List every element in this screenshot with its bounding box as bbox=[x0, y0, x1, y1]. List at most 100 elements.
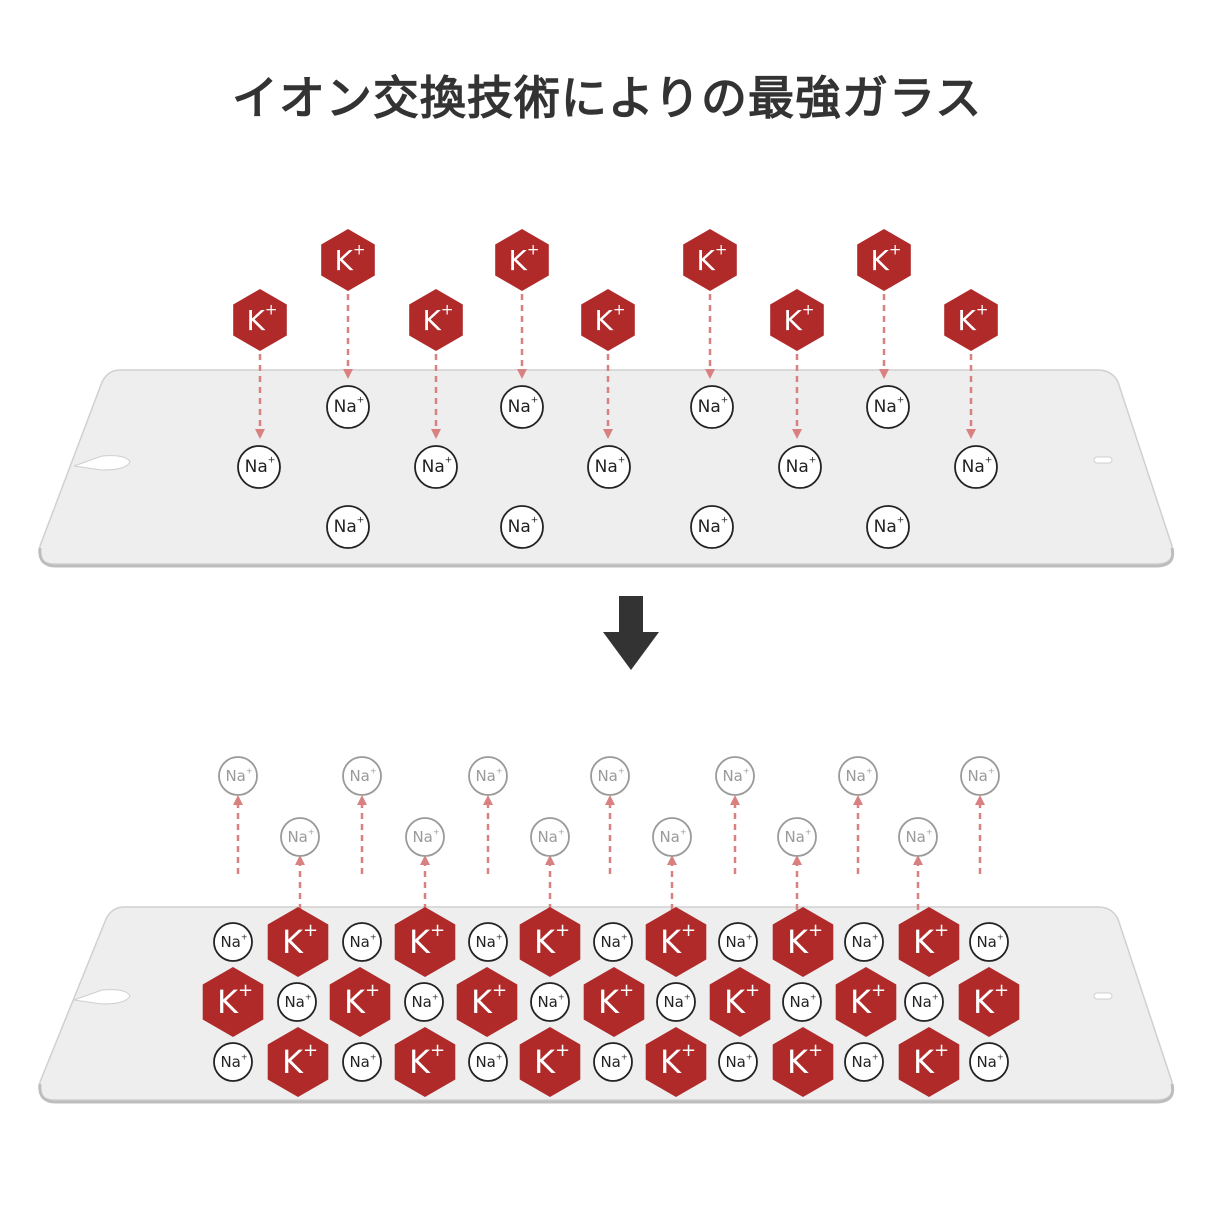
ion-label: Na+ bbox=[962, 456, 993, 477]
ion-label: K+ bbox=[282, 919, 318, 961]
hexagon-icon bbox=[898, 1027, 960, 1097]
ion-label: Na+ bbox=[225, 766, 252, 785]
hexagon-icon bbox=[683, 229, 737, 291]
page-title: イオン交換技術によりの最強ガラス bbox=[231, 71, 983, 125]
ion-label: K+ bbox=[409, 1039, 445, 1081]
circle-icon bbox=[969, 1042, 1009, 1082]
circle-icon bbox=[237, 445, 281, 489]
down-arrow-icon bbox=[603, 596, 659, 670]
hexagon-icon bbox=[519, 1027, 581, 1097]
sodium-ion: Na+ bbox=[969, 1042, 1009, 1082]
ion-label: K+ bbox=[509, 240, 540, 276]
ion-label: K+ bbox=[534, 1039, 570, 1081]
sodium-ion: Na+ bbox=[500, 385, 544, 429]
potassium-ion: K+ bbox=[770, 289, 824, 351]
hexagon-icon bbox=[329, 967, 391, 1037]
ion-label: K+ bbox=[660, 919, 696, 961]
hexagon-icon bbox=[581, 289, 635, 351]
sodium-ion: Na+ bbox=[904, 982, 944, 1022]
circle-icon bbox=[342, 756, 382, 796]
hexagon-icon bbox=[958, 967, 1020, 1037]
circle-icon bbox=[777, 817, 817, 857]
potassium-ion: K+ bbox=[202, 967, 264, 1037]
sodium-ion: Na+ bbox=[414, 445, 458, 489]
hexagon-icon bbox=[645, 907, 707, 977]
ion-label: K+ bbox=[958, 300, 989, 336]
potassium-ion: K+ bbox=[267, 1027, 329, 1097]
ion-label: Na+ bbox=[597, 766, 624, 785]
sodium-ion: Na+ bbox=[656, 982, 696, 1022]
sodium-ion: Na+ bbox=[326, 505, 370, 549]
ion-label: Na+ bbox=[663, 992, 690, 1011]
potassium-ion: K+ bbox=[857, 229, 911, 291]
circle-icon bbox=[280, 817, 320, 857]
circle-icon bbox=[500, 505, 544, 549]
ion-label: Na+ bbox=[600, 932, 627, 951]
sodium-ion: Na+ bbox=[342, 922, 382, 962]
hexagon-icon bbox=[772, 907, 834, 977]
circle-icon bbox=[277, 982, 317, 1022]
sodium-ion: Na+ bbox=[593, 1042, 633, 1082]
potassium-ion: K+ bbox=[645, 907, 707, 977]
ion-label: Na+ bbox=[784, 827, 811, 846]
sodium-ion: Na+ bbox=[587, 445, 631, 489]
circle-icon bbox=[778, 445, 822, 489]
ion-label: Na+ bbox=[245, 456, 276, 477]
ion-label: K+ bbox=[595, 300, 626, 336]
ion-label: K+ bbox=[850, 979, 886, 1021]
ion-label: Na+ bbox=[698, 396, 729, 417]
ion-label: K+ bbox=[282, 1039, 318, 1081]
sodium-ion: Na+ bbox=[960, 756, 1000, 796]
ion-label: Na+ bbox=[334, 396, 365, 417]
sodium-ion: Na+ bbox=[342, 1042, 382, 1082]
circle-icon bbox=[844, 922, 884, 962]
ion-label: Na+ bbox=[349, 932, 376, 951]
sodium-ion: Na+ bbox=[500, 505, 544, 549]
sodium-ion: Na+ bbox=[838, 756, 878, 796]
circle-icon bbox=[656, 982, 696, 1022]
hexagon-icon bbox=[770, 289, 824, 351]
circle-icon bbox=[652, 817, 692, 857]
ion-label: K+ bbox=[344, 979, 380, 1021]
circle-icon bbox=[898, 817, 938, 857]
sodium-ion: Na+ bbox=[690, 385, 734, 429]
ion-label: K+ bbox=[471, 979, 507, 1021]
ion-label: Na+ bbox=[722, 766, 749, 785]
sodium-ion: Na+ bbox=[405, 817, 445, 857]
circle-icon bbox=[326, 385, 370, 429]
ion-label: K+ bbox=[660, 1039, 696, 1081]
ion-label: Na+ bbox=[851, 932, 878, 951]
circle-icon bbox=[218, 756, 258, 796]
circle-icon bbox=[715, 756, 755, 796]
sodium-ion: Na+ bbox=[530, 817, 570, 857]
ion-label: K+ bbox=[913, 919, 949, 961]
sodium-ion: Na+ bbox=[404, 982, 444, 1022]
ion-label: Na+ bbox=[905, 827, 932, 846]
ion-label: K+ bbox=[697, 240, 728, 276]
circle-icon bbox=[213, 922, 253, 962]
sodium-ion: Na+ bbox=[777, 817, 817, 857]
ion-label: Na+ bbox=[220, 1052, 247, 1071]
hexagon-icon bbox=[944, 289, 998, 351]
sodium-ion: Na+ bbox=[213, 1042, 253, 1082]
potassium-ion: K+ bbox=[944, 289, 998, 351]
hexagon-icon bbox=[233, 289, 287, 351]
ion-label: K+ bbox=[787, 1039, 823, 1081]
ion-label: Na+ bbox=[967, 766, 994, 785]
potassium-ion: K+ bbox=[709, 967, 771, 1037]
circle-icon bbox=[405, 817, 445, 857]
ion-label: Na+ bbox=[659, 827, 686, 846]
circle-icon bbox=[593, 922, 633, 962]
ion-label: Na+ bbox=[334, 516, 365, 537]
potassium-ion: K+ bbox=[583, 967, 645, 1037]
sodium-ion: Na+ bbox=[969, 922, 1009, 962]
ion-label: Na+ bbox=[698, 516, 729, 537]
ion-label: Na+ bbox=[911, 992, 938, 1011]
ion-label: K+ bbox=[784, 300, 815, 336]
sodium-ion: Na+ bbox=[866, 385, 910, 429]
hexagon-icon bbox=[267, 1027, 329, 1097]
ion-label: Na+ bbox=[725, 932, 752, 951]
sodium-ion: Na+ bbox=[277, 982, 317, 1022]
sodium-ion: Na+ bbox=[652, 817, 692, 857]
sodium-ion: Na+ bbox=[690, 505, 734, 549]
